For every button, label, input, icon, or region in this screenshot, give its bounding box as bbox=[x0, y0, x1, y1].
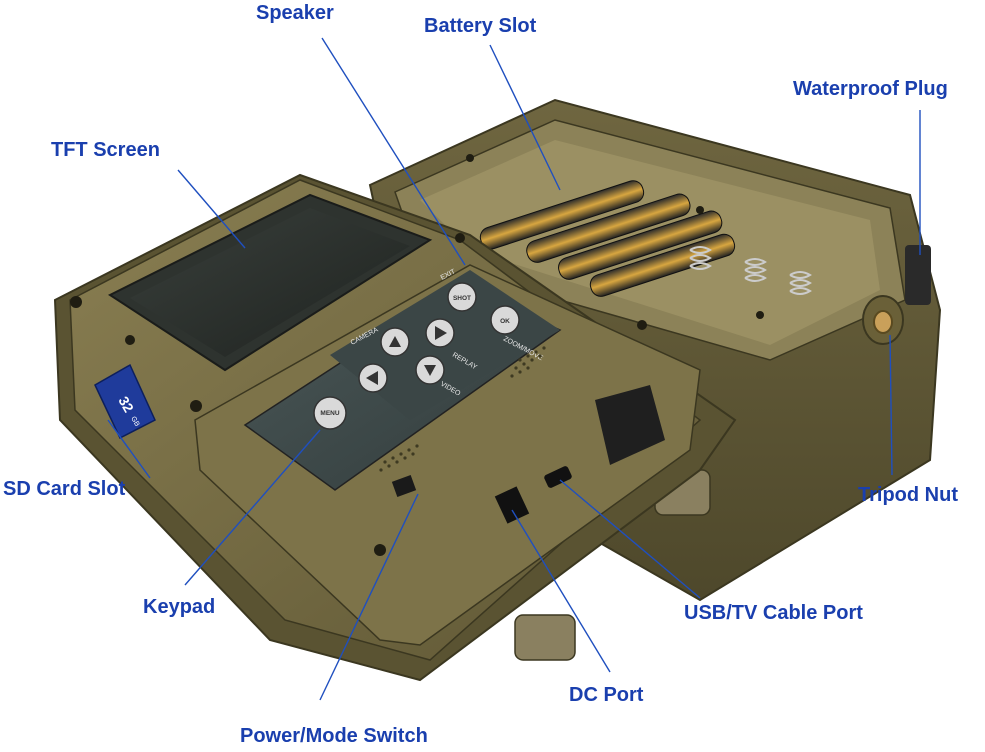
speaker-grille bbox=[379, 346, 546, 472]
keypad-leader bbox=[184, 429, 321, 586]
side-ports bbox=[494, 466, 572, 524]
arrow-right-icon bbox=[435, 326, 447, 340]
battery-slot-leader bbox=[489, 44, 561, 191]
speaker-leader bbox=[321, 37, 466, 266]
battery-springs bbox=[689, 246, 812, 295]
sd-card: 32 GB bbox=[94, 363, 156, 440]
ok-button-label: OK bbox=[500, 318, 510, 325]
power-switch-leader bbox=[319, 493, 419, 701]
menu-button[interactable]: MENU bbox=[313, 396, 347, 430]
sd-card-capacity: 32 bbox=[115, 394, 137, 416]
leader-lines bbox=[107, 37, 921, 701]
shot-button-label: SHOT bbox=[453, 295, 471, 302]
screw-holes bbox=[70, 154, 764, 556]
arrow-left-icon bbox=[366, 371, 378, 385]
tft-screen-label: TFT Screen bbox=[51, 139, 160, 161]
power-mode-switch bbox=[391, 475, 417, 497]
tft-screen bbox=[107, 193, 433, 372]
menu-button-label: MENU bbox=[320, 410, 339, 417]
sd-card-unit: GB bbox=[129, 416, 140, 429]
video-down-button[interactable] bbox=[415, 355, 445, 385]
arrow-down-icon bbox=[424, 365, 436, 376]
tft-screen-leader bbox=[177, 169, 246, 249]
tripod-nut bbox=[862, 295, 904, 345]
sd-card-slot-label: SD Card Slot bbox=[3, 478, 126, 500]
keypad-housing bbox=[194, 264, 701, 646]
dc-port bbox=[494, 486, 530, 524]
dc-port-label: DC Port bbox=[569, 684, 644, 706]
sd-card-slot-leader bbox=[107, 419, 151, 479]
tripod-nut-leader bbox=[889, 334, 893, 476]
dc-port-leader bbox=[511, 509, 611, 673]
usb-tv-cable-port-label: USB/TV Cable Port bbox=[684, 602, 863, 624]
rubber-latch bbox=[595, 385, 665, 465]
waterproof-plug bbox=[905, 245, 931, 305]
usb-tv-port bbox=[544, 466, 572, 488]
arrow-up-icon bbox=[389, 336, 401, 347]
waterproof-plug-label: Waterproof Plug bbox=[793, 78, 948, 100]
camera-up-button[interactable] bbox=[380, 327, 410, 357]
shot-button[interactable]: SHOT bbox=[447, 282, 477, 312]
replay-right-button[interactable] bbox=[425, 318, 455, 348]
keypad-label: Keypad bbox=[143, 596, 216, 618]
speaker-label: Speaker bbox=[256, 2, 334, 24]
tripod-nut-label: Tripod Nut bbox=[858, 484, 958, 506]
ok-button[interactable]: OK bbox=[490, 305, 520, 335]
usb-tv-leader bbox=[559, 479, 701, 599]
left-button[interactable] bbox=[358, 363, 388, 393]
power-mode-switch-label: Power/Mode Switch bbox=[240, 725, 428, 747]
battery-slot-label: Battery Slot bbox=[424, 15, 537, 37]
batteries bbox=[479, 180, 736, 297]
